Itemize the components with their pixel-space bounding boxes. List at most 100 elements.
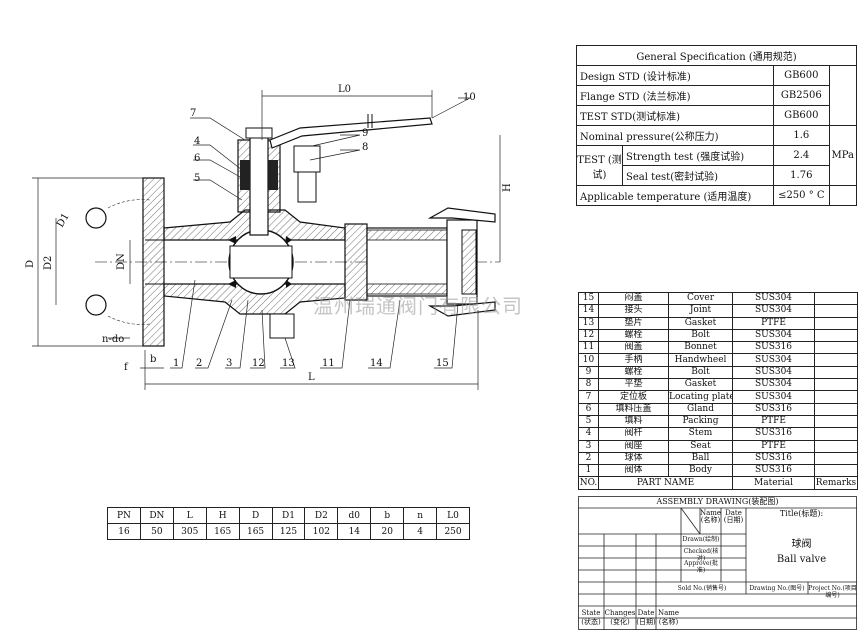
- part-callout-12: 12: [252, 358, 265, 369]
- part-callout-15: 15: [436, 358, 449, 369]
- part-material: SUS316: [732, 427, 815, 441]
- dim-value: 16: [107, 523, 141, 540]
- header-material: Material: [732, 476, 815, 490]
- part-callout-9: 9: [362, 128, 368, 139]
- dim-header: L: [172, 507, 207, 524]
- dim-ndo-label: n-do: [102, 334, 124, 345]
- spec-label: Flange STD (法兰标准): [575, 85, 775, 106]
- drawing-no-label: Drawing No.(图号): [749, 585, 805, 592]
- part-callout-2: 2: [196, 358, 202, 369]
- title-cn: 球阀: [791, 539, 812, 550]
- changes-label: Changes (变化): [604, 609, 636, 626]
- part-en: Bolt: [668, 328, 733, 343]
- spec-title: General Specification (通用规范): [576, 45, 857, 66]
- dim-d2-label: D2: [43, 256, 54, 270]
- sold-no-label: Sold No.(销售号): [677, 585, 727, 592]
- dim-value: 14: [337, 523, 372, 540]
- part-material: PTFE: [732, 414, 815, 429]
- part-en: Joint: [668, 304, 733, 318]
- strength-test-value: 2.4: [773, 145, 830, 166]
- part-cn: 填料压盖: [598, 402, 669, 416]
- part-remarks: [814, 378, 858, 392]
- part-remarks: [814, 390, 858, 404]
- dim-header: b: [370, 507, 405, 524]
- dim-h-label: H: [502, 183, 513, 192]
- test-group-label: TEST (测试): [576, 145, 623, 186]
- part-callout-5: 5: [194, 173, 200, 184]
- approve-label: Approve(批准): [684, 560, 718, 574]
- dim-value: 4: [403, 523, 438, 540]
- part-remarks: [814, 414, 858, 429]
- part-cn: 闷盖: [598, 291, 669, 306]
- general-spec-table: General Specification (通用规范) Design STD …: [575, 45, 858, 206]
- part-cn: 平垫: [598, 378, 669, 392]
- dimension-lines: [32, 90, 501, 390]
- part-material: SUS304: [732, 365, 815, 380]
- dim-header: d0: [337, 507, 372, 524]
- dim-header: D: [238, 507, 273, 524]
- part-material: SUS304: [732, 304, 815, 318]
- part-remarks: [814, 451, 858, 466]
- date-label: Date (日期): [636, 609, 656, 626]
- part-remarks: [814, 328, 858, 343]
- dim-value: 165: [205, 523, 240, 540]
- header-part-name: PART NAME: [598, 476, 733, 490]
- part-remarks: [814, 353, 858, 367]
- part-cn: 定位板: [598, 390, 669, 404]
- part-en: Gasket: [668, 378, 733, 392]
- part-no: 8: [578, 378, 599, 392]
- title-name-label: Name (名称): [700, 509, 722, 524]
- part-material: SUS304: [732, 378, 815, 392]
- part-cn: 螺栓: [598, 328, 669, 343]
- part-cn: 阀杆: [598, 427, 669, 441]
- dim-header: D1: [271, 507, 306, 524]
- part-en: Seat: [668, 439, 733, 453]
- part-en: Locating plate: [668, 390, 733, 404]
- part-cn: 阀盖: [598, 341, 669, 355]
- part-cn: 垫片: [598, 316, 669, 330]
- part-no: 14: [578, 304, 599, 318]
- dim-d1-label: D1: [55, 212, 72, 230]
- part-callout-11: 11: [322, 358, 335, 369]
- dim-value: 50: [139, 523, 174, 540]
- part-en: Bonnet: [668, 341, 733, 355]
- part-en: Bolt: [668, 365, 733, 380]
- seal-test-value: 1.76: [773, 165, 830, 186]
- spec-value: GB2506: [773, 85, 830, 106]
- part-callout-6: 6: [194, 153, 200, 164]
- part-cn: 手柄: [598, 353, 669, 367]
- part-no: 11: [578, 341, 599, 355]
- flange: [85, 177, 165, 347]
- ball: [228, 229, 294, 295]
- part-remarks: [814, 341, 858, 355]
- part-callout-10: 10: [463, 92, 476, 103]
- temp-value: ≤250 ° C: [773, 185, 830, 206]
- part-no: 4: [578, 427, 599, 441]
- strength-test-label: Strength test (强度试验): [621, 145, 775, 166]
- part-callout-14: 14: [370, 358, 383, 369]
- part-material: SUS316: [732, 402, 815, 416]
- dim-header: DN: [139, 507, 174, 524]
- watermark: 温州瑞通阀门有限公司: [313, 294, 523, 318]
- drawn-label: Drawn(绘制): [682, 536, 720, 543]
- part-en: Packing: [668, 414, 733, 429]
- part-material: SUS304: [732, 390, 815, 404]
- header-no: NO.: [578, 476, 599, 490]
- part-no: 1: [578, 464, 599, 478]
- dim-f-label: f: [124, 362, 129, 373]
- part-no: 9: [578, 365, 599, 380]
- dim-header: L0: [436, 507, 470, 524]
- part-callout-7: 7: [190, 108, 196, 119]
- dim-value: 305: [172, 523, 207, 540]
- project-no-label: Project No.(项目编号): [808, 585, 857, 599]
- title-date-label: Date (日期): [723, 509, 744, 524]
- nominal-pressure-label: Nominal pressure(公称压力): [575, 125, 775, 146]
- part-material: SUS316: [732, 341, 815, 355]
